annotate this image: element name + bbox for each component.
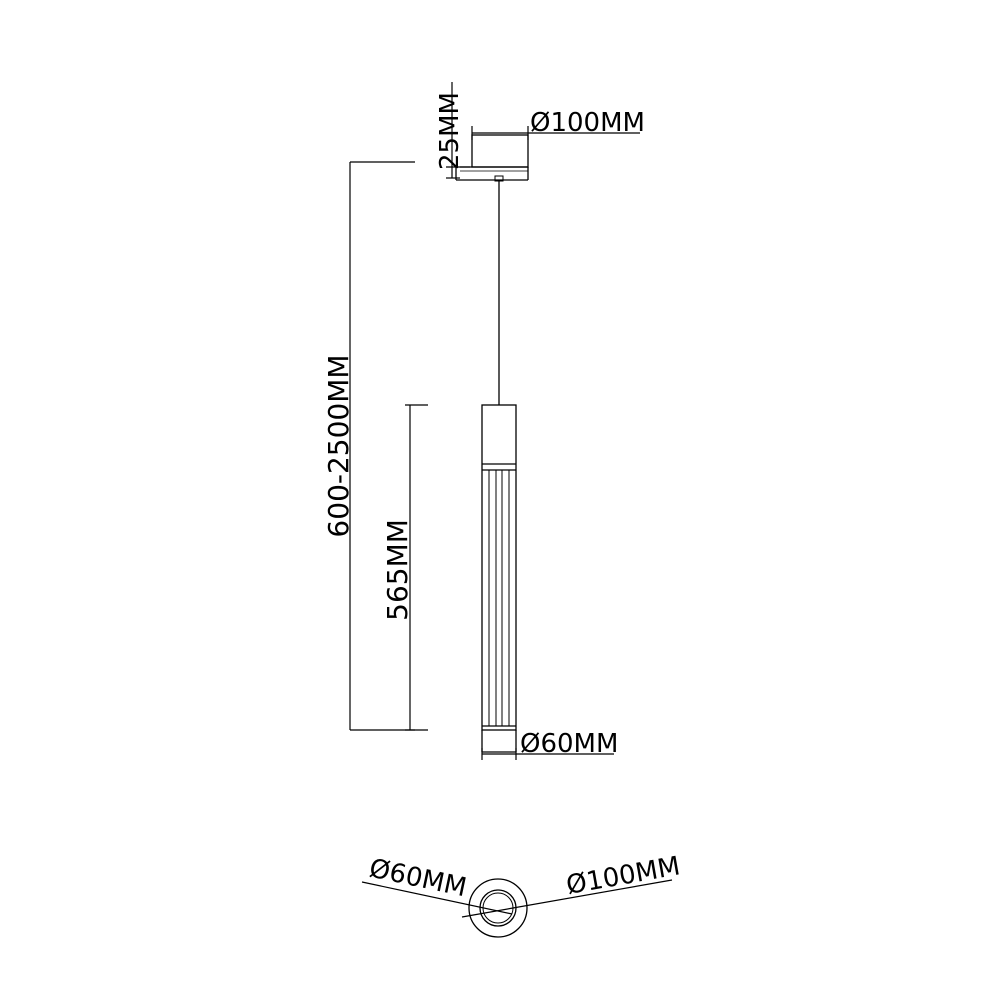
tube-diameter-label: Ø60MM: [520, 729, 618, 759]
canopy-height-label: 25MM: [435, 92, 465, 170]
bottom-view-inner-label: Ø60MM: [367, 854, 470, 904]
bottom-view-inner-leader: [361, 881, 513, 915]
canopy-height-dimension: [446, 82, 470, 179]
canopy: [455, 134, 529, 181]
canopy-diameter-dimension: [471, 126, 640, 140]
canopy-diameter-label: Ø100MM: [530, 108, 645, 138]
cord-grip: [494, 175, 504, 182]
bottom-view: [361, 878, 673, 938]
overall-length-dimension: [349, 161, 415, 731]
tube-outline: [481, 404, 517, 731]
tube-length-label: 565MM: [381, 519, 414, 621]
bottom-view-inner-ring: [482, 892, 514, 924]
tube-fixture: [481, 404, 517, 753]
tube-diameter-dimension: [481, 748, 614, 760]
bottom-view-outer-label: Ø100MM: [564, 851, 682, 901]
bottom-view-outer-circle: [468, 878, 528, 938]
canopy-body: [471, 134, 529, 168]
bottom-view-outer-leader: [461, 879, 673, 918]
overall-length-label: 600-2500MM: [322, 354, 355, 537]
tube-length-dimension: [405, 404, 428, 731]
